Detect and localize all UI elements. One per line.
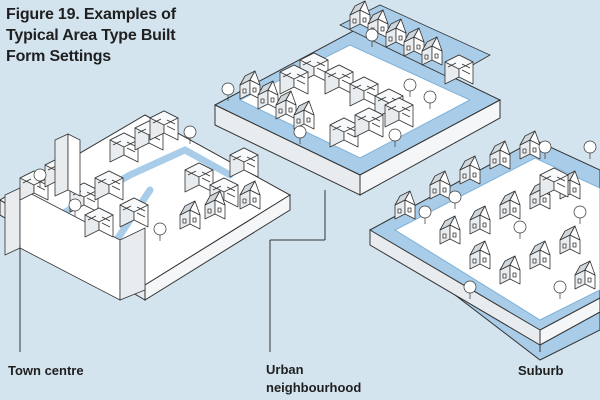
caption-suburb: Suburb [518,363,564,378]
terrace-row-model [339,0,491,85]
figure-title: Figure 19. Examples of Typical Area Type… [6,6,176,65]
suburb-model [369,130,600,361]
caption-urban-neighbourhood: Urban neighbourhood [266,362,362,395]
caption-town-centre: Town centre [8,363,84,378]
town-centre-model [0,110,291,301]
